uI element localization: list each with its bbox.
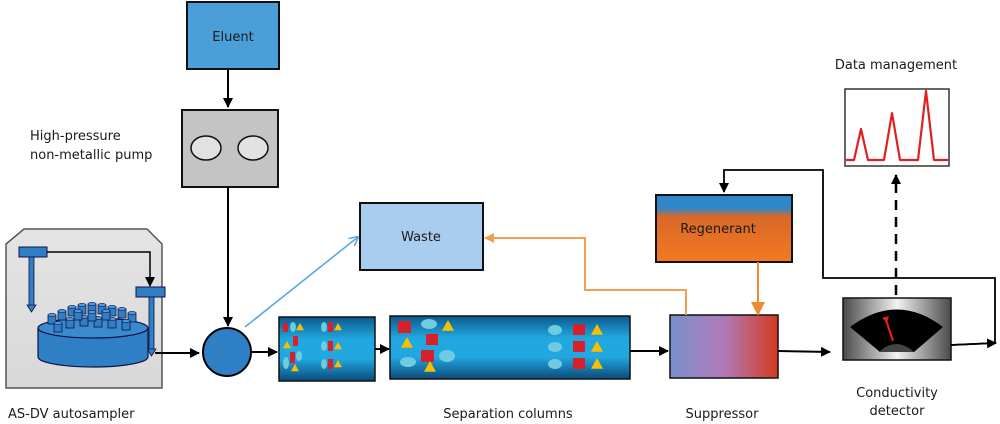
chromatogram-display bbox=[844, 88, 950, 167]
sample-vial-cap bbox=[97, 303, 107, 307]
analyte-oval bbox=[321, 359, 327, 369]
analyte-square bbox=[283, 323, 288, 332]
sample-vial-cap bbox=[121, 319, 131, 323]
analyte-triangle bbox=[334, 342, 342, 350]
pump-label-line1: High-pressure bbox=[30, 129, 121, 144]
analyte-triangle bbox=[334, 323, 342, 331]
analyte-oval bbox=[548, 342, 562, 352]
autosampler-probe-left bbox=[18, 246, 48, 258]
detector-label-line2: detector bbox=[870, 404, 926, 419]
analyte-oval bbox=[400, 357, 416, 367]
high-pressure-pump bbox=[181, 109, 279, 188]
meter-face bbox=[850, 309, 943, 352]
pump-label-line2: non-metallic pump bbox=[30, 148, 152, 163]
analyte-oval bbox=[283, 357, 289, 369]
analyte-triangle bbox=[591, 358, 603, 369]
injector-to-waste-line bbox=[244, 237, 358, 328]
analyte-oval bbox=[421, 319, 437, 329]
analyte-triangle bbox=[291, 364, 299, 372]
analyte-triangle bbox=[334, 360, 342, 368]
chromatogram-trace bbox=[846, 89, 948, 162]
sample-vial-cap bbox=[47, 313, 57, 317]
suppressor-label: Suppressor bbox=[686, 407, 760, 422]
analyte-square bbox=[328, 359, 333, 369]
regenerant-label: Regenerant bbox=[680, 222, 756, 237]
analyte-square bbox=[290, 352, 295, 363]
sample-vial-cap bbox=[127, 311, 137, 315]
analyte-oval bbox=[439, 350, 455, 362]
sample-vial-cap bbox=[77, 303, 87, 307]
analyte-oval bbox=[321, 341, 327, 351]
detector-outlet-arrow bbox=[950, 338, 997, 349]
eluent-reservoir: Eluent bbox=[186, 1, 280, 70]
analyte-square bbox=[426, 334, 438, 345]
meter-needle-icon bbox=[884, 319, 895, 342]
sample-vial-cap bbox=[117, 307, 127, 311]
waste-label: Waste bbox=[401, 230, 441, 245]
suppressor-to-waste-line bbox=[484, 233, 687, 315]
guard-column bbox=[278, 316, 376, 382]
waste-container: Waste bbox=[359, 202, 484, 271]
injection-valve bbox=[202, 327, 252, 377]
pump-head-right bbox=[237, 135, 269, 161]
sample-vial-cap bbox=[107, 305, 117, 309]
analyte-triangle bbox=[424, 361, 436, 372]
sample-vial-cap bbox=[65, 317, 75, 321]
analyte-square bbox=[328, 341, 333, 351]
data-management-label: Data management bbox=[835, 58, 957, 73]
analyte-square bbox=[573, 341, 585, 352]
analyte-oval bbox=[290, 322, 296, 332]
autosampler-label: AS-DV autosampler bbox=[8, 407, 135, 422]
analyte-oval bbox=[321, 322, 327, 332]
sample-vial-cap bbox=[87, 302, 97, 306]
autosampler-probe-right bbox=[135, 286, 166, 298]
regenerant-reservoir: Regenerant bbox=[655, 194, 793, 263]
analyte-oval bbox=[548, 325, 562, 335]
sample-vial-cap bbox=[101, 309, 111, 313]
analytical-column bbox=[389, 315, 631, 380]
analyte-square bbox=[573, 324, 585, 335]
analyte-square bbox=[421, 350, 434, 362]
pump-head-left bbox=[190, 135, 222, 161]
analyte-triangle bbox=[591, 324, 603, 335]
detector-label-line1: Conductivity bbox=[856, 386, 938, 401]
sample-vial-cap bbox=[73, 309, 83, 313]
analyte-square bbox=[573, 358, 585, 369]
sample-vial-cap bbox=[53, 321, 63, 325]
analyte-triangle bbox=[296, 323, 304, 331]
analyte-triangle bbox=[442, 320, 454, 331]
columns-label: Separation columns bbox=[443, 407, 573, 422]
analyte-triangle bbox=[401, 337, 413, 348]
autosampler bbox=[5, 228, 166, 389]
analyte-square bbox=[328, 322, 333, 332]
analyte-square bbox=[398, 321, 411, 333]
sample-vial-cap bbox=[67, 305, 77, 309]
analyte-oval bbox=[296, 351, 302, 361]
meter-hub bbox=[879, 344, 914, 352]
sample-vial-cap bbox=[57, 309, 67, 313]
eluent-label: Eluent bbox=[212, 30, 253, 45]
sample-tray bbox=[37, 302, 149, 368]
analyte-square bbox=[293, 336, 298, 346]
sample-vial-cap bbox=[87, 310, 97, 314]
suppressor-to-detector-arrow bbox=[777, 346, 831, 357]
analyte-oval bbox=[548, 359, 562, 369]
conductivity-detector bbox=[842, 297, 952, 361]
analyte-triangle bbox=[283, 341, 291, 349]
suppressor bbox=[669, 314, 779, 379]
analyte-triangle bbox=[591, 341, 603, 352]
